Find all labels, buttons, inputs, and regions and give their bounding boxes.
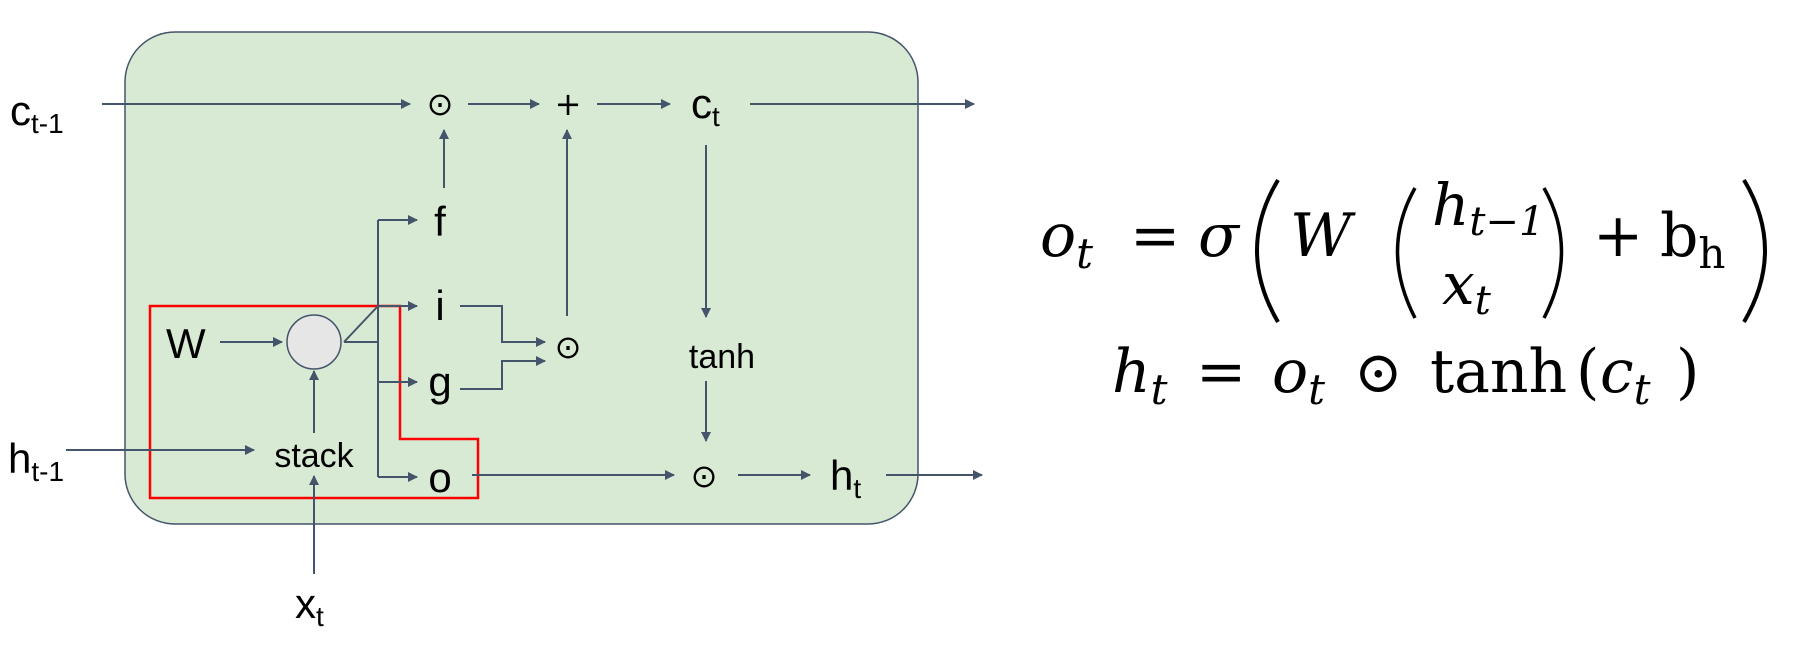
label-c-out: ct [691,80,720,132]
gate-g: g [428,358,451,405]
label-stack: stack [274,437,354,475]
label-tanh: tanh [689,338,755,376]
eq2-tanh: tanh [1430,337,1567,407]
gate-o: o [428,454,451,501]
gate-i: i [435,282,444,329]
eq1-vec-top: ht−1 [1432,171,1544,245]
equation-1: ot = σ W ht−1 xt + bh [1040,171,1767,324]
wire-g-to-input-mul [460,356,546,390]
linear-node [286,314,342,370]
label-h-out: ht [830,452,861,504]
equation-2: ht = ot ⊙ tanh ( ct ) [1112,337,1699,414]
eq2-equals: = [1196,337,1246,407]
eq1-plus: + [1593,201,1643,271]
wire-i-to-input-mul [460,305,546,347]
eq1-outer-right-paren [1742,178,1767,324]
eq2-rparen: ) [1676,337,1699,407]
op-output-mul: ⊙ [691,457,718,495]
eq1-equals: = [1130,201,1180,271]
eq2-lparen: ( [1576,337,1599,407]
op-forget-mul: ⊙ [427,85,454,123]
eq1-sigma: σ [1198,201,1241,271]
wires [66,99,983,574]
label-h-prev: ht-1 [8,435,64,487]
wire-branch-i [343,305,379,343]
eq1-W: W [1290,201,1356,271]
op-plus: + [555,85,582,123]
eq1-inner-right-paren [1542,187,1564,319]
gate-f: f [434,198,446,245]
lstm-cell-box [124,31,919,525]
eq2-lhs: ht [1112,337,1168,414]
label-W: W [166,320,206,367]
eq1-b: bh [1660,201,1725,278]
label-c-prev: ct-1 [10,87,64,139]
eq1-inner-left-paren [1395,187,1417,319]
eq2-c: ct [1600,337,1651,414]
label-x-input: xt [295,580,324,632]
eq1-lhs: ot [1040,201,1093,278]
eq2-odot: ⊙ [1354,338,1403,406]
eq1-outer-left-paren [1255,178,1280,324]
eq1-vec-bot: xt [1442,250,1492,324]
op-input-mul: ⊙ [555,328,582,366]
eq2-o: ot [1272,337,1325,414]
